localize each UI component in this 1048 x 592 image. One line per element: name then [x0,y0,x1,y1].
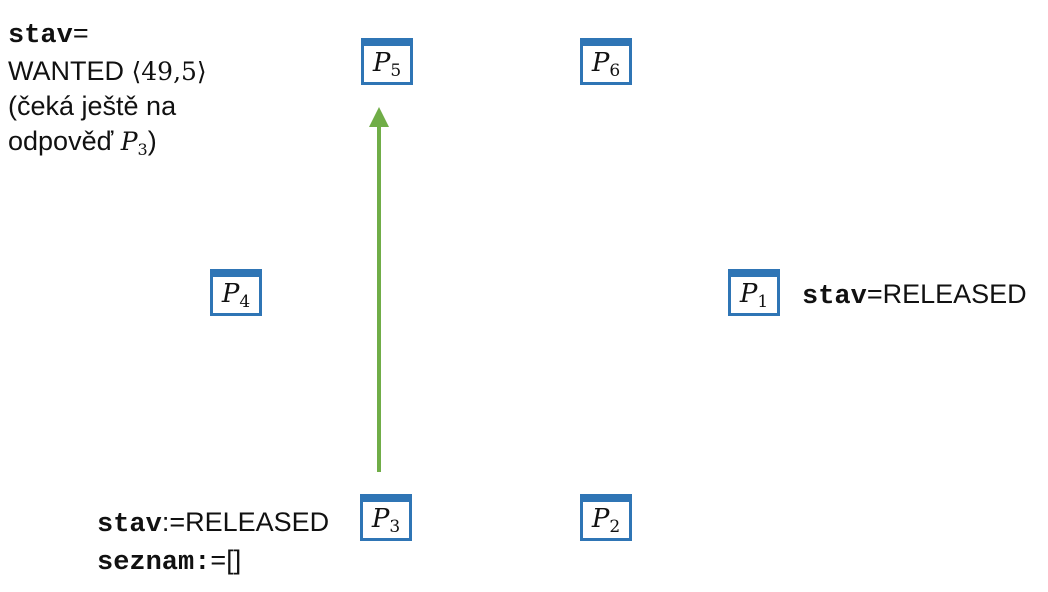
process-label-p2: P2 [591,504,621,537]
p5-state-line4: odpověď P3) [8,126,157,159]
process-label-p4: P4 [221,279,251,312]
process-node-p3: P3 [360,494,412,541]
p3-state-line2: seznam:=[] [97,545,242,578]
process-node-p6: P6 [580,38,632,85]
p3-state-note: stav:=RELEASED seznam:=[] [97,505,329,581]
process-node-p5: P5 [361,38,413,85]
arrow-head [369,107,389,127]
process-label-p5: P5 [372,48,402,81]
p1-state-note: stav=RELEASED [802,279,1027,312]
p5-state-note: stav= WANTED ⟨49,5⟩ (čeká ještě na odpov… [8,16,207,167]
process-node-p1: P1 [728,269,780,316]
p5-state-line1: stav= [8,18,89,51]
process-node-p4: P4 [210,269,262,316]
p3-state-line1: stav:=RELEASED [97,507,330,540]
process-node-p2: P2 [580,494,632,541]
process-label-p3: P3 [371,504,401,537]
process-label-p1: P1 [739,279,769,312]
process-label-p6: P6 [591,48,621,81]
p5-state-line2: WANTED ⟨49,5⟩ [8,56,207,86]
p5-state-line3: (čeká ještě na [8,91,177,121]
